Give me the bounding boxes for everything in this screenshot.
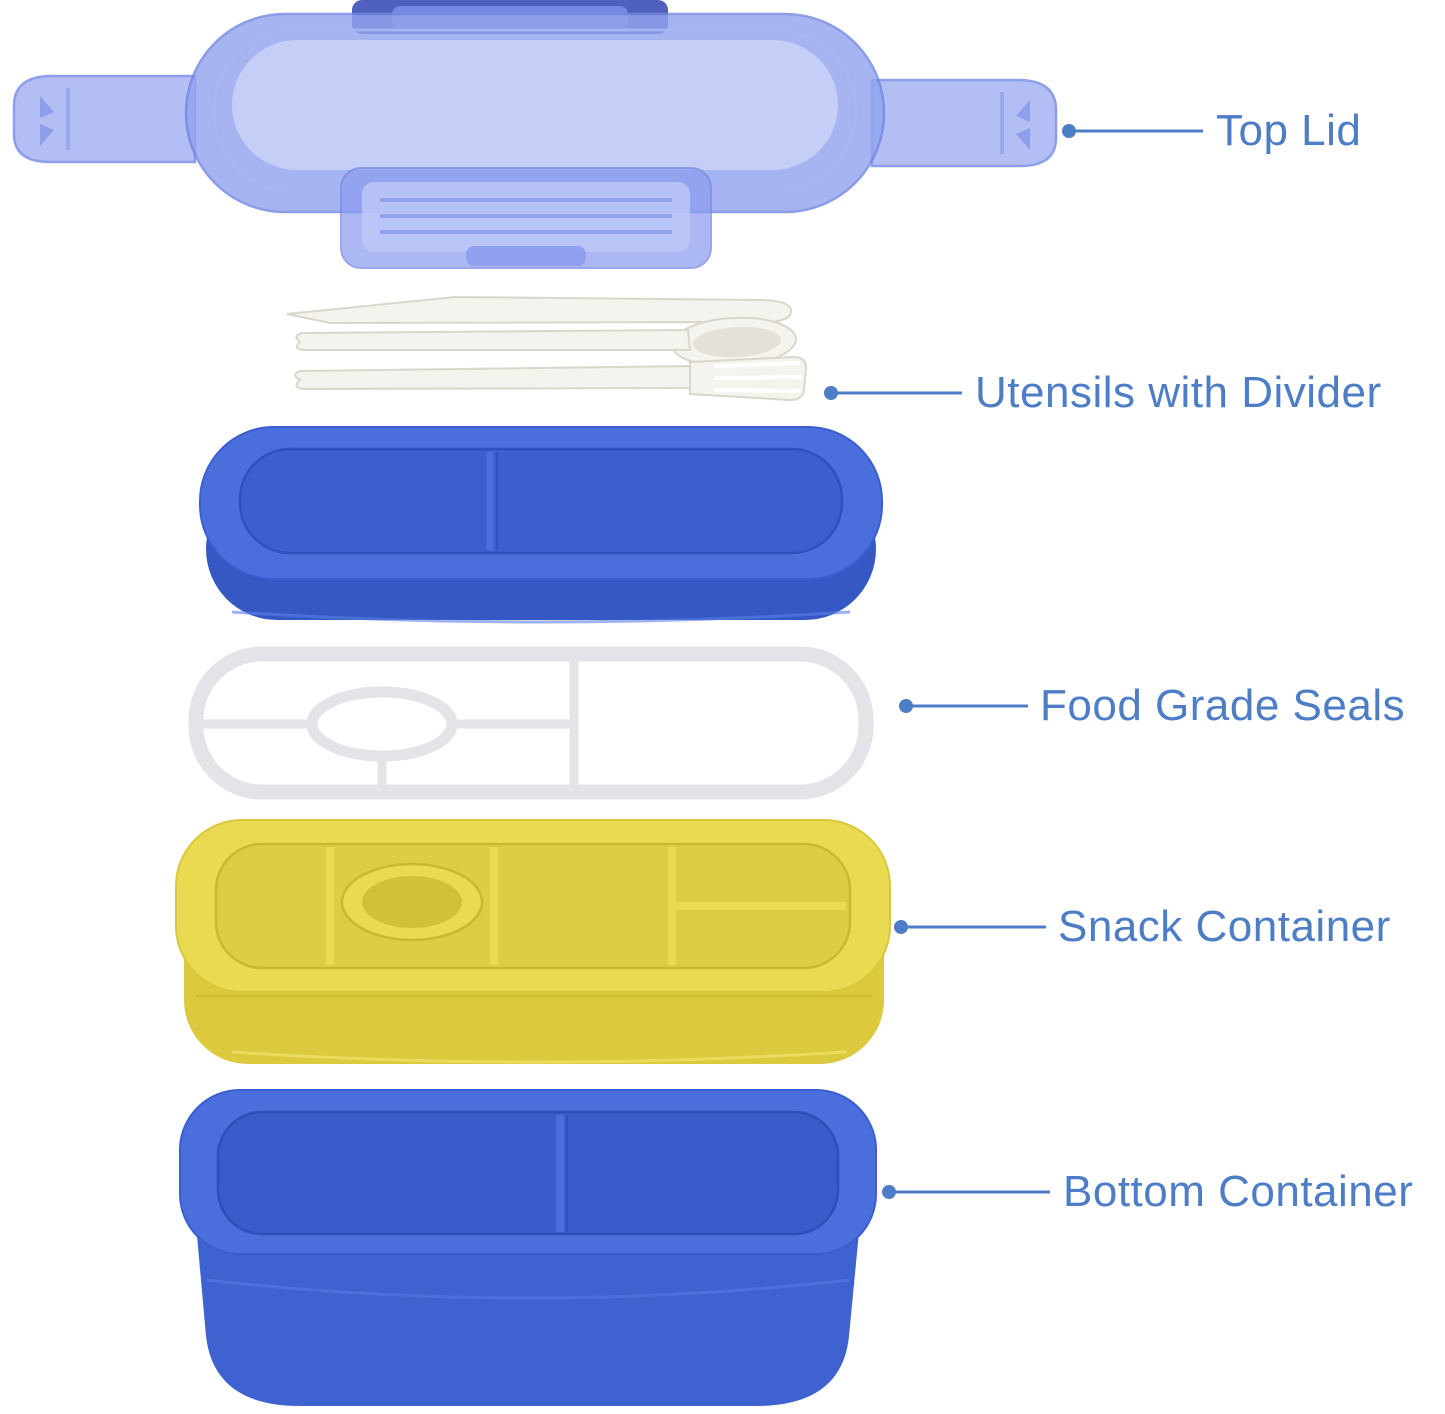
- bottom-container-illustration: [179, 1089, 877, 1406]
- lid-highlight: [232, 40, 838, 170]
- tray-recess: [238, 447, 844, 555]
- spoon-icon: [295, 316, 797, 368]
- lid-left-handle-icon: [12, 74, 197, 164]
- callout-bottom: [882, 1185, 1050, 1199]
- callout-top-lid: [1062, 124, 1203, 138]
- callout-lines: [824, 124, 1203, 1199]
- label-food-grade-seals: Food Grade Seals: [1040, 681, 1406, 730]
- seal-outer-ring: [188, 646, 874, 800]
- callout-utensils: [824, 386, 962, 400]
- callout-snack: [894, 920, 1046, 934]
- seal-illustration: [188, 646, 874, 800]
- snack-container-illustration: [175, 819, 891, 1064]
- utensils-illustration: [286, 295, 808, 402]
- label-snack-container: Snack Container: [1058, 902, 1391, 951]
- snack-bottom-edge: [231, 1050, 847, 1064]
- tray-bottom-edge: [231, 610, 851, 624]
- label-top-lid: Top Lid: [1216, 106, 1362, 155]
- divider-tray-illustration: [199, 426, 883, 624]
- snack-cup-inner: [362, 876, 462, 928]
- seal-oval-ring: [306, 686, 458, 762]
- bottom-recess: [216, 1110, 840, 1236]
- lid-front-latch-icon: [340, 167, 712, 269]
- lid-right-handle-icon: [870, 78, 1058, 168]
- bottom-wall-highlight: [205, 1278, 851, 1300]
- callout-seals: [899, 699, 1028, 713]
- top-lid-illustration: [12, 0, 1058, 269]
- label-bottom-container: Bottom Container: [1063, 1167, 1414, 1216]
- fork-icon: [294, 355, 808, 402]
- label-utensils-with-divider: Utensils with Divider: [975, 368, 1382, 417]
